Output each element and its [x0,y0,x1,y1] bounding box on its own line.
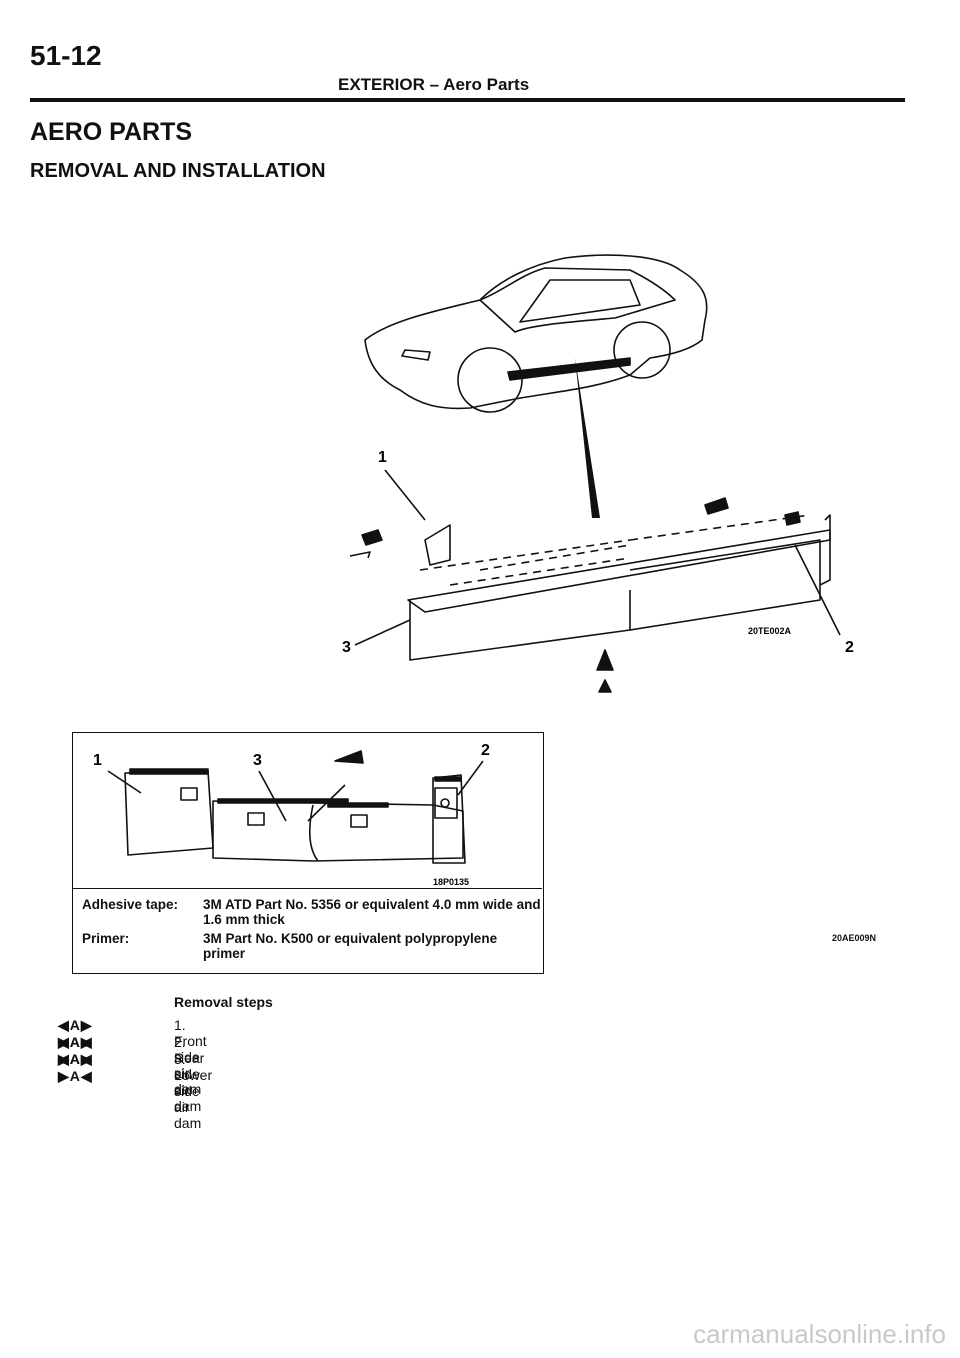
main-figure-code: 20TE002A [748,626,792,636]
step-text: 3. Lower side air dam [174,1051,213,1131]
callout-2-leader [794,544,841,636]
spec-label: Primer: [82,931,130,946]
step-marks: ◀A▶ ▶A◀ [58,1051,93,1084]
clip-4 [596,649,614,671]
detail-split [308,804,319,862]
spec-row-primer: Primer: 3M Part No. K500 or equivalent p… [82,931,537,963]
detail-front-dam [124,770,214,856]
detail-figure: 1 2 3 18P0135 [93,742,490,887]
header-rule [30,98,905,102]
callout-3: 3 [342,639,351,656]
detail-front-tape [129,768,209,775]
clip-3 [784,511,801,526]
figure-code: 20AE009N [832,933,877,943]
front-wheel [457,347,523,413]
detail-callout-3-leader-b [307,784,346,822]
page-subtitle: REMOVAL AND INSTALLATION [30,160,326,182]
detail-callout-3: 3 [253,752,262,769]
detail-mark-1 [180,787,198,801]
page-number: 51-12 [30,40,102,71]
detail-mark-3 [350,814,368,828]
spec-value: 3M ATD Part No. 5356 or equivalent 4.0 m… [203,897,541,927]
callout-1-leader [384,469,426,521]
rear-air-dam-end [819,514,831,586]
callout-3-leader [354,619,411,646]
spec-label: Adhesive tape: [82,897,179,912]
section-title: EXTERIOR – Aero Parts [338,75,530,94]
pointer-wedge [575,358,600,518]
detail-callout-2-leader [457,760,484,796]
rear-wheel [613,321,671,379]
detail-lower-tape [217,798,349,804]
step-marks: ◀A▶ ▶A◀ [58,1034,93,1067]
callout-1: 1 [378,449,387,466]
page-title: AERO PARTS [30,118,193,146]
car-body-outline [364,254,708,410]
spec-area: Adhesive tape: 3M ATD Part No. 5356 or e… [72,888,542,973]
callout-2: 2 [845,639,854,656]
step-marks: ◀A▶ ▶A◀ [58,1017,93,1050]
detail-box: 1 2 3 18P0135 [72,732,544,974]
detail-mark-4 [434,787,458,819]
screw-1 [349,551,371,559]
detail-callout-3-leader-a [258,770,287,822]
detail-mark-2 [247,812,265,826]
detail-lower-dam [212,800,464,862]
detail-lower-tape-2 [327,802,389,808]
detail-callout-1-leader [107,770,142,794]
detail-rear-dam [432,774,466,864]
main-figure: 1 2 3 20TE002A [342,254,854,693]
detail-rear-tape [434,776,462,782]
step-text: 1. Front side air dam [174,1017,207,1097]
spec-row-adhesive: Adhesive tape: 3M ATD Part No. 5356 or e… [82,897,541,929]
front-air-dam [424,524,451,566]
clip-1 [361,529,383,546]
detail-clip-icon [334,750,364,764]
detail-callout-1: 1 [93,752,102,769]
car-window-outline [479,267,676,333]
detail-callout-2: 2 [481,742,490,759]
clip-5 [598,679,612,693]
clip-2 [704,497,729,515]
car-sill-highlight [507,357,631,381]
detail-figure-code: 18P0135 [433,877,469,887]
watermark: carmanualsonline.info [693,1319,946,1349]
removal-steps-heading: Removal steps [174,994,273,1010]
car-side-window [519,279,641,323]
rear-air-dam-body [629,539,821,631]
headlight [401,349,431,361]
lower-air-dam-body [409,590,631,661]
step-text: 2. Rear side air dam [174,1034,205,1114]
spec-value: 3M Part No. K500 or equivalent polypropy… [203,931,498,961]
